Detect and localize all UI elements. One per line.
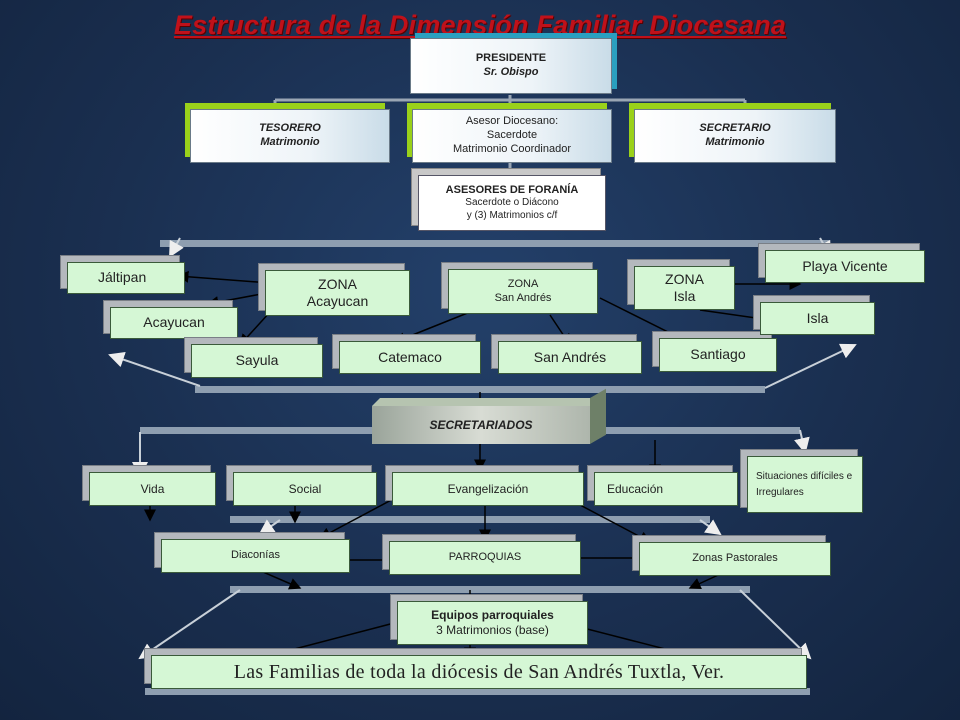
- zona-isla-name: Isla: [673, 288, 696, 304]
- localidad-playa-vicente: Playa Vicente: [765, 250, 925, 283]
- area-situaciones: Situaciones difíciles e Irregulares: [747, 456, 863, 513]
- zona-san-andres-box: ZONA San Andrés: [448, 269, 598, 314]
- secretario-role: Matrimonio: [705, 136, 765, 148]
- secretariados-side-face: [590, 388, 606, 444]
- asesores-forania-line3: y (3) Matrimonios c/f: [466, 209, 558, 221]
- secretariados-top-face: [372, 398, 598, 406]
- zona-acayucan-name: Acayucan: [306, 293, 369, 309]
- tesorero-title: TESORERO: [259, 122, 321, 135]
- secretario-title: SECRETARIO: [699, 122, 771, 135]
- zona-acayucan-box: ZONA Acayucan: [265, 270, 410, 316]
- asesor-box: Asesor Diocesano: Sacerdote Matrimonio C…: [412, 109, 612, 163]
- asesores-forania-line2: Sacerdote o Diácono: [465, 197, 559, 209]
- zona-san-andres-label: ZONA: [507, 277, 539, 290]
- localidad-sayula: Sayula: [191, 344, 323, 378]
- parroquias-box: PARROQUIAS: [389, 541, 581, 575]
- secretariados-label: SECRETARIADOS: [372, 406, 590, 444]
- localidad-acayucan: Acayucan: [110, 307, 238, 339]
- presidente-box: PRESIDENTE Sr. Obispo: [410, 38, 612, 94]
- area-educacion: Educación: [594, 472, 738, 506]
- localidad-san-andres: San Andrés: [498, 341, 642, 374]
- asesores-forania-title: ASESORES DE FORANÍA: [445, 183, 579, 196]
- presidente-name: Sr. Obispo: [483, 66, 539, 78]
- familias-box: Las Familias de toda la diócesis de San …: [151, 655, 807, 689]
- localidad-jaltipan: Jáltipan: [67, 262, 185, 294]
- zonas-pastorales-box: Zonas Pastorales: [639, 542, 831, 576]
- asesor-role2: Matrimonio Coordinador: [453, 142, 571, 155]
- diaconias-box: Diaconías: [161, 539, 350, 573]
- equipos-title: Equipos parroquiales: [431, 608, 554, 622]
- asesores-forania-box: ASESORES DE FORANÍA Sacerdote o Diácono …: [418, 175, 606, 231]
- asesor-title: Asesor Diocesano:: [465, 115, 559, 128]
- localidad-isla: Isla: [760, 302, 875, 335]
- localidad-santiago: Santiago: [659, 338, 777, 372]
- area-evangelizacion: Evangelización: [392, 472, 584, 506]
- secretariados-block: SECRETARIADOS: [372, 388, 606, 444]
- zona-isla-box: ZONA Isla: [634, 266, 735, 310]
- tesorero-box: TESORERO Matrimonio: [190, 109, 390, 163]
- zona-acayucan-label: ZONA: [318, 275, 357, 292]
- area-vida: Vida: [89, 472, 216, 506]
- equipos-subtitle: 3 Matrimonios (base): [436, 623, 549, 637]
- equipos-parroquiales-box: Equipos parroquiales 3 Matrimonios (base…: [397, 601, 588, 645]
- page-title: Estructura de la Dimensión Familiar Dioc…: [173, 10, 787, 40]
- secretario-box: SECRETARIO Matrimonio: [634, 109, 836, 163]
- zona-isla-label: ZONA: [665, 270, 704, 287]
- area-social: Social: [233, 472, 377, 506]
- zona-san-andres-name: San Andrés: [494, 291, 552, 304]
- asesor-role1: Sacerdote: [486, 129, 538, 142]
- localidad-catemaco: Catemaco: [339, 341, 481, 374]
- tesorero-role: Matrimonio: [260, 136, 320, 148]
- presidente-title: PRESIDENTE: [475, 52, 547, 65]
